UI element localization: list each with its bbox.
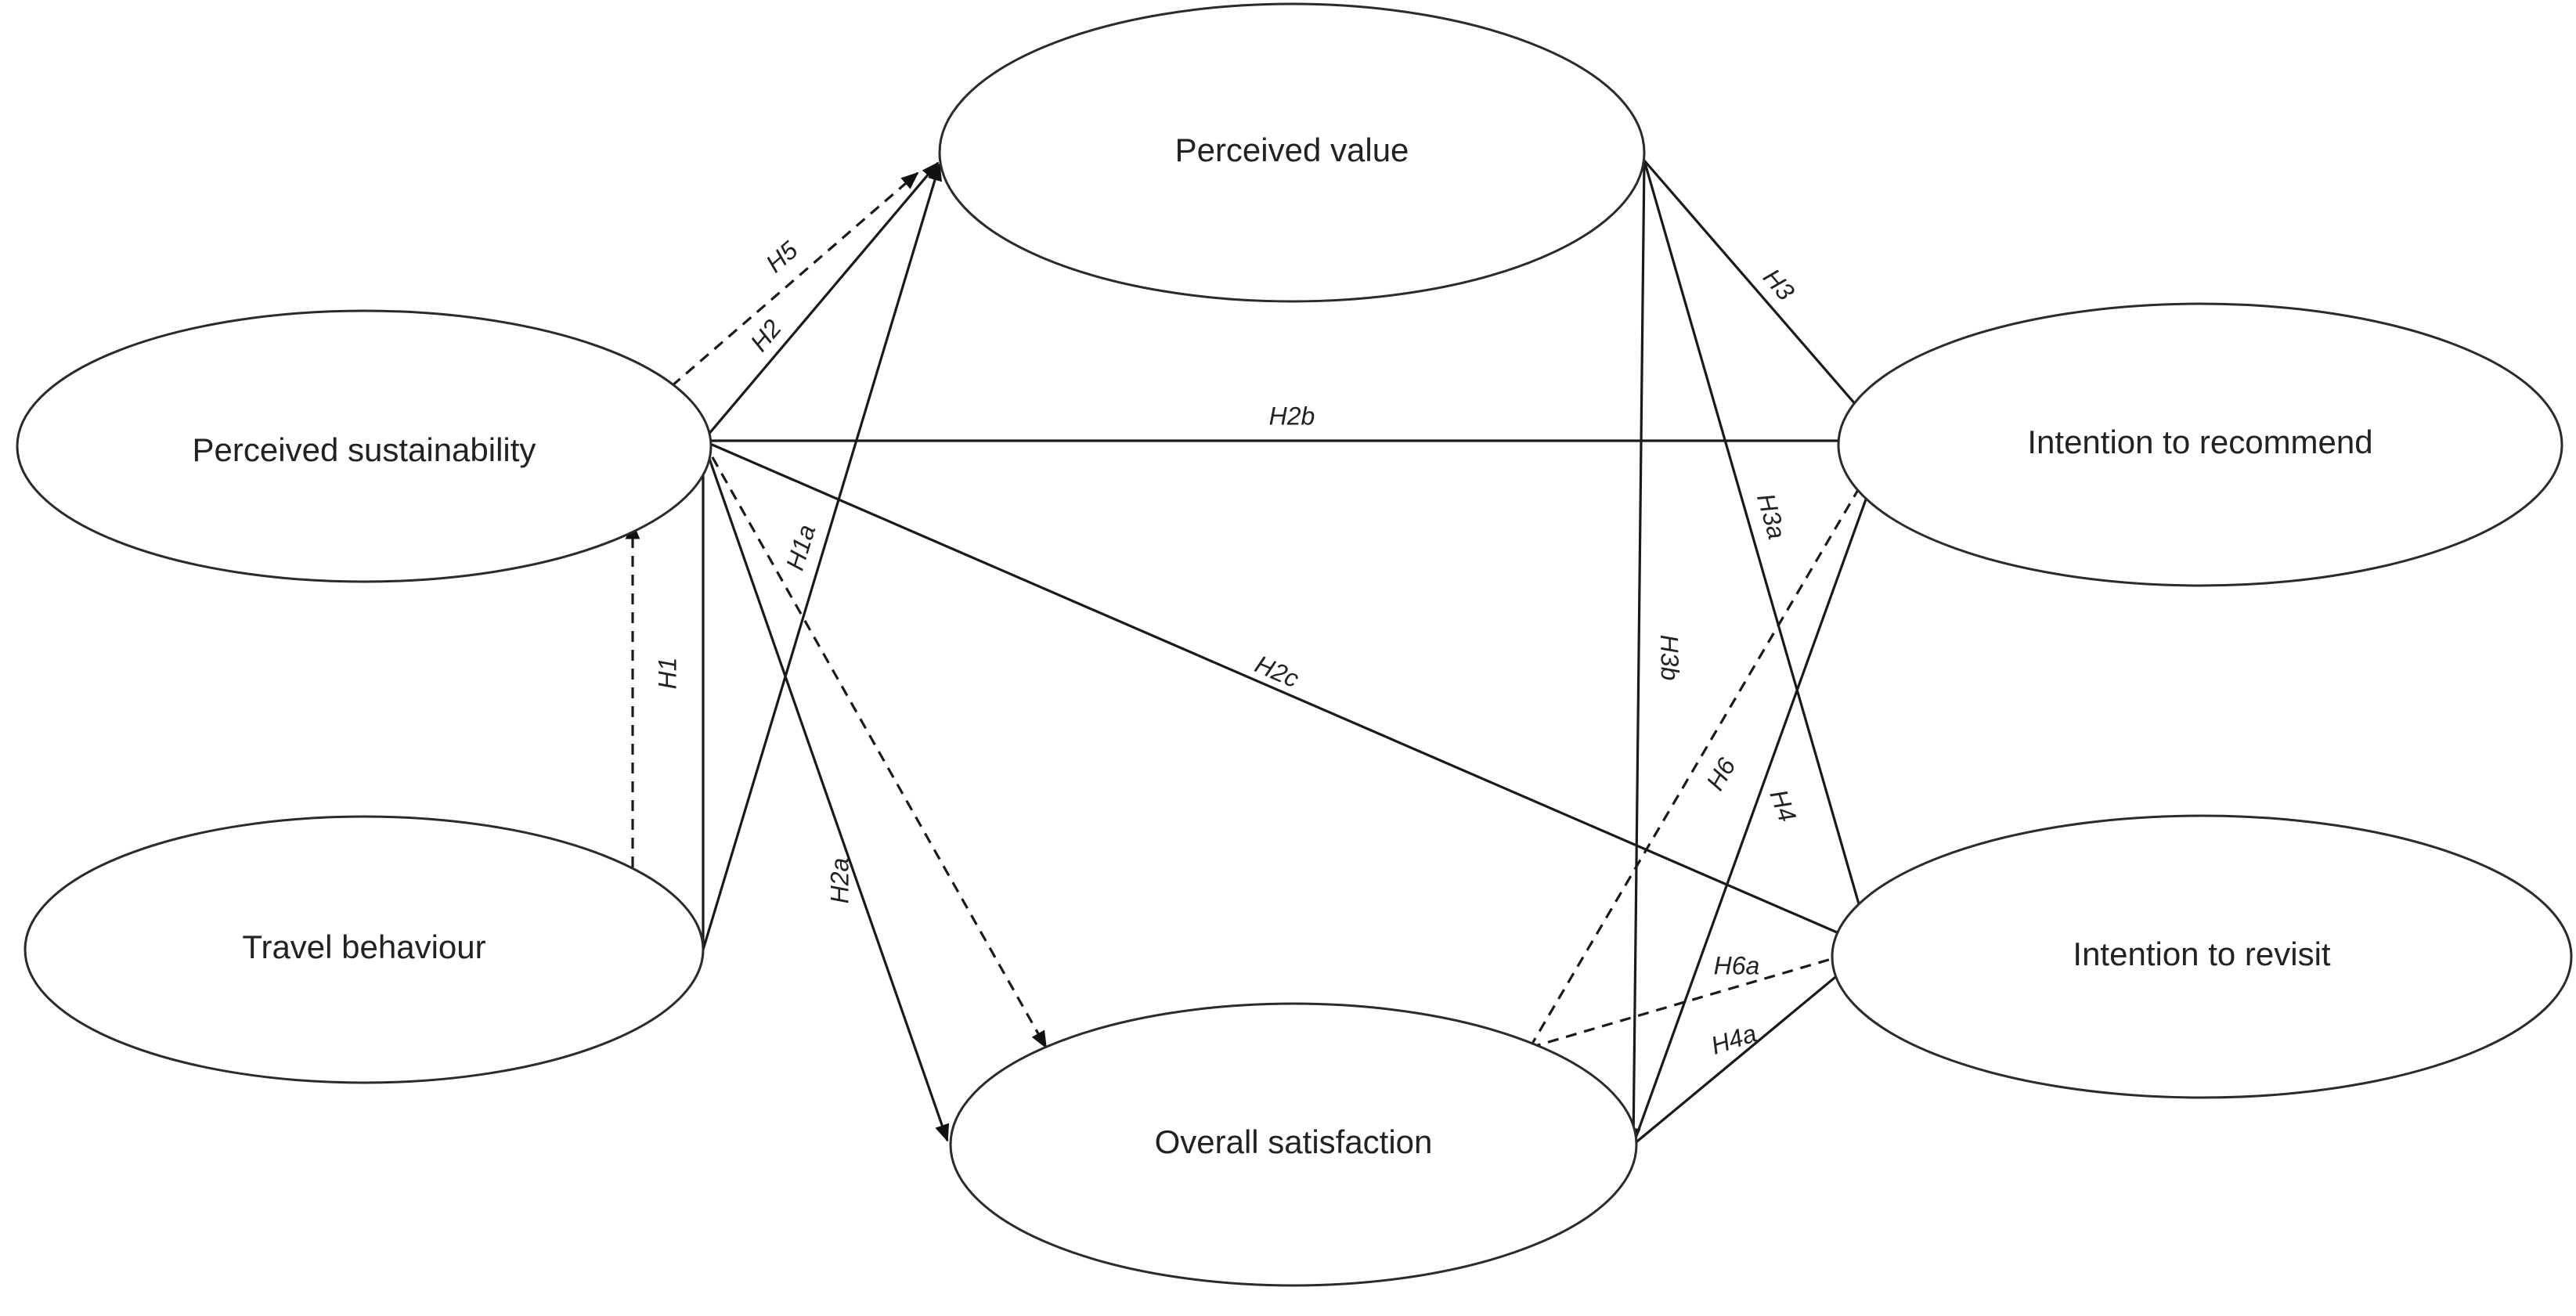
edge-h6 bbox=[1528, 439, 1889, 1048]
label-perceived-sustainability: Perceived sustainability bbox=[193, 431, 536, 468]
edge-label-h2b: H2b bbox=[1269, 402, 1315, 430]
ellipse-perceived-value bbox=[938, 2, 1646, 303]
ellipse-overall-satisfaction bbox=[949, 1002, 1638, 1287]
edge-h4 bbox=[1632, 439, 1889, 1145]
edge-h2 bbox=[702, 161, 940, 442]
node-intention-to-revisit: Intention to revisit bbox=[1831, 814, 2573, 1099]
edge-h5-sat bbox=[702, 440, 1048, 1049]
ellipse-travel-behaviour bbox=[23, 815, 705, 1084]
edge-label-h6: H6 bbox=[1701, 753, 1741, 795]
edge-label-h1a: H1a bbox=[781, 521, 821, 574]
edge-labels: H5 H2 H2b H1a H1 H2c H2a H3 H3a H3b H6 H… bbox=[653, 236, 1802, 1060]
node-perceived-sustainability: Perceived sustainability bbox=[16, 309, 713, 583]
edge-h3b bbox=[1625, 160, 1646, 1146]
ellipse-intention-to-revisit bbox=[1831, 814, 2573, 1099]
edge-label-h5: H5 bbox=[760, 236, 803, 278]
edges bbox=[625, 159, 1889, 1146]
node-overall-satisfaction: Overall satisfaction bbox=[949, 1002, 1638, 1287]
edge-label-h3a: H3a bbox=[1752, 490, 1791, 542]
edge-label-h6a: H6a bbox=[1714, 951, 1760, 979]
edge-label-h2a: H2a bbox=[825, 858, 853, 904]
edge-h3a bbox=[1643, 160, 1874, 949]
edge-h2c bbox=[702, 439, 1873, 949]
edge-label-h2c: H2c bbox=[1251, 650, 1303, 693]
ellipse-intention-to-recommend bbox=[1837, 302, 2563, 587]
edge-label-h4a: H4a bbox=[1708, 1019, 1760, 1059]
edge-h5 bbox=[670, 171, 919, 388]
node-travel-behaviour: Travel behaviour bbox=[23, 815, 705, 1084]
edge-label-h4: H4 bbox=[1764, 786, 1802, 826]
node-perceived-value: Perceived value bbox=[938, 2, 1646, 303]
label-perceived-value: Perceived value bbox=[1175, 132, 1409, 168]
edge-label-h1: H1 bbox=[653, 658, 681, 690]
label-intention-to-recommend: Intention to recommend bbox=[2027, 424, 2372, 460]
label-travel-behaviour: Travel behaviour bbox=[242, 928, 485, 965]
edge-h3 bbox=[1643, 159, 1889, 442]
edge-h1a bbox=[702, 163, 943, 950]
edge-label-h3b: H3b bbox=[1655, 634, 1684, 680]
edge-h2a bbox=[702, 440, 950, 1142]
label-overall-satisfaction: Overall satisfaction bbox=[1155, 1123, 1433, 1160]
edge-h6a bbox=[1529, 944, 1873, 1049]
label-intention-to-revisit: Intention to revisit bbox=[2073, 936, 2331, 972]
ellipse-perceived-sustainability bbox=[16, 309, 713, 583]
edge-h4a bbox=[1632, 946, 1873, 1146]
node-intention-to-recommend: Intention to recommend bbox=[1837, 302, 2563, 587]
